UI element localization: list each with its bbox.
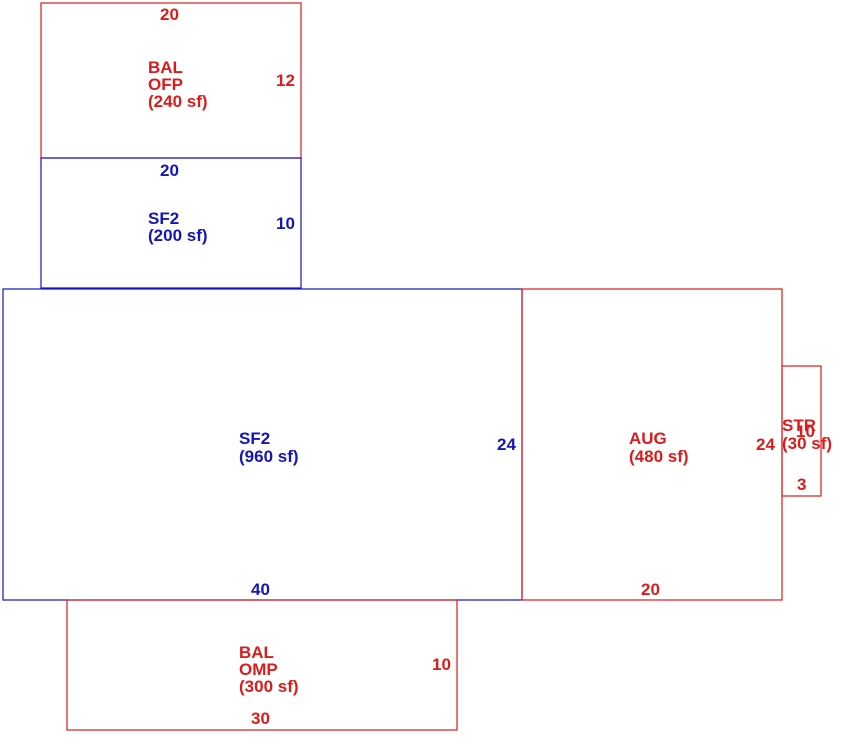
sf2-upper-area: (200 sf) — [148, 226, 208, 245]
bal-ofp-subcode: OFP — [148, 75, 183, 94]
str-area: (30 sf) — [782, 434, 832, 453]
bal-omp-code: BAL — [239, 643, 274, 662]
str-width-dim: 3 — [797, 475, 806, 494]
bal-omp-area: (300 sf) — [239, 677, 299, 696]
sf2-upper-outline — [40, 157, 302, 289]
aug-depth-dim: 24 — [756, 435, 775, 454]
sf2-main-width-dim: 40 — [251, 580, 270, 599]
sf2-upper-width-dim: 20 — [160, 161, 179, 180]
bal-ofp-depth-dim: 12 — [276, 71, 295, 90]
area-aug: 24 20 AUG (480 sf) — [521, 288, 783, 601]
str-code: STR — [782, 416, 816, 435]
bal-ofp-code: BAL — [148, 58, 183, 77]
sf2-main-area: (960 sf) — [239, 447, 299, 466]
area-bal-ofp: 20 12 BAL OFP (240 sf) — [40, 2, 302, 159]
aug-width-dim: 20 — [641, 580, 660, 599]
area-bal-omp: 10 30 BAL OMP (300 sf) — [66, 599, 458, 731]
sf2-upper-depth-dim: 10 — [276, 214, 295, 233]
str-outline — [781, 365, 822, 497]
sf2-main-depth-dim: 24 — [497, 435, 516, 454]
aug-code: AUG — [629, 429, 667, 448]
area-sf2-upper: 20 10 SF2 (200 sf) — [40, 157, 302, 289]
bal-ofp-width-dim: 20 — [160, 5, 179, 24]
bal-omp-depth-dim: 10 — [432, 655, 451, 674]
aug-area: (480 sf) — [629, 447, 689, 466]
bal-omp-outline — [66, 599, 458, 731]
bal-omp-width-dim: 30 — [251, 709, 270, 728]
area-str: 10 3 STR (30 sf) — [781, 365, 832, 497]
str-depth-dim: 10 — [796, 422, 815, 441]
area-sf2-main: 24 40 SF2 (960 sf) — [2, 288, 523, 601]
sf2-upper-code: SF2 — [148, 209, 179, 228]
bal-ofp-area: (240 sf) — [148, 92, 208, 111]
sf2-main-code: SF2 — [239, 429, 270, 448]
bal-omp-subcode: OMP — [239, 660, 278, 679]
